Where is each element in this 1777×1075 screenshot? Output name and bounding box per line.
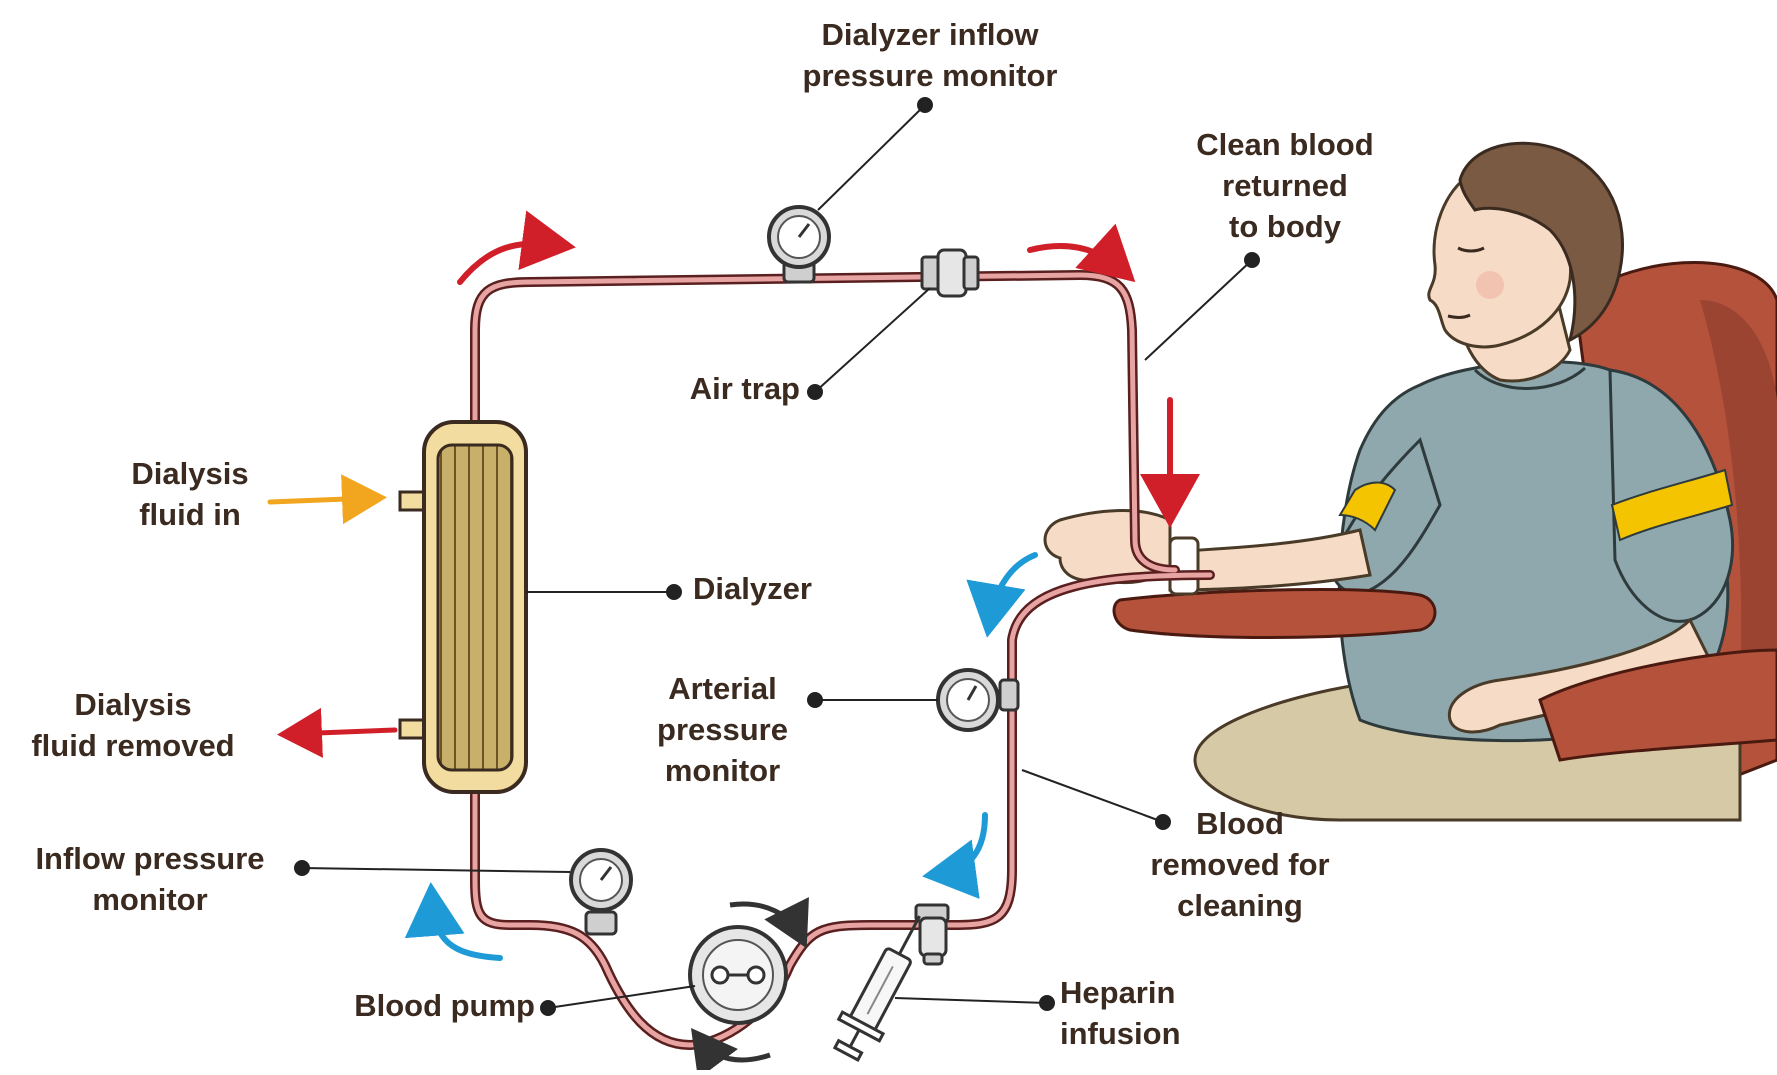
label-arterial-pressure-monitor: Arterial pressure monitor: [640, 668, 805, 791]
pressure-gauge-icon: [938, 670, 1018, 730]
flow-arrow-orange: [270, 498, 372, 502]
label-blood-removed-for-cleaning: Blood removed for cleaning: [1120, 803, 1360, 926]
flow-arrow-red: [1030, 246, 1122, 270]
label-dialyzer: Dialyzer: [693, 568, 873, 609]
rotary-pump-icon: [690, 904, 800, 1060]
dialyzer-fibers: [438, 445, 512, 770]
label-heparin-infusion: Heparin infusion: [1060, 972, 1260, 1054]
chair-left-armrest: [1114, 590, 1435, 638]
air-trap-icon: [922, 250, 978, 296]
dialyzer: [400, 422, 526, 792]
flow-arrow-red: [292, 730, 395, 734]
pressure-gauge-icon: [769, 207, 829, 282]
patient-left-forearm: [1170, 530, 1370, 590]
patient-illustration: [1045, 143, 1777, 820]
dialyzer-port-in: [400, 492, 424, 510]
flow-arrow-blue: [940, 815, 985, 874]
pressure-gauge-icon: [571, 850, 631, 934]
air-trap-icon: [916, 905, 948, 964]
label-inflow-pressure-monitor: Inflow pressure monitor: [10, 838, 290, 920]
label-air-trap: Air trap: [650, 368, 800, 409]
label-dialysis-fluid-removed: Dialysis fluid removed: [8, 684, 258, 766]
label-blood-pump: Blood pump: [300, 985, 535, 1026]
dialyzer-port-out: [400, 720, 424, 738]
label-dialysis-fluid-in: Dialysis fluid in: [100, 453, 280, 535]
flow-arrow-blue: [432, 900, 500, 958]
patient-cheek: [1476, 271, 1504, 299]
label-dialyzer-inflow-pressure-monitor: Dialyzer inflow pressure monitor: [765, 14, 1095, 96]
flow-arrow-red: [460, 243, 558, 282]
label-clean-blood-returned: Clean blood returned to body: [1160, 124, 1410, 247]
